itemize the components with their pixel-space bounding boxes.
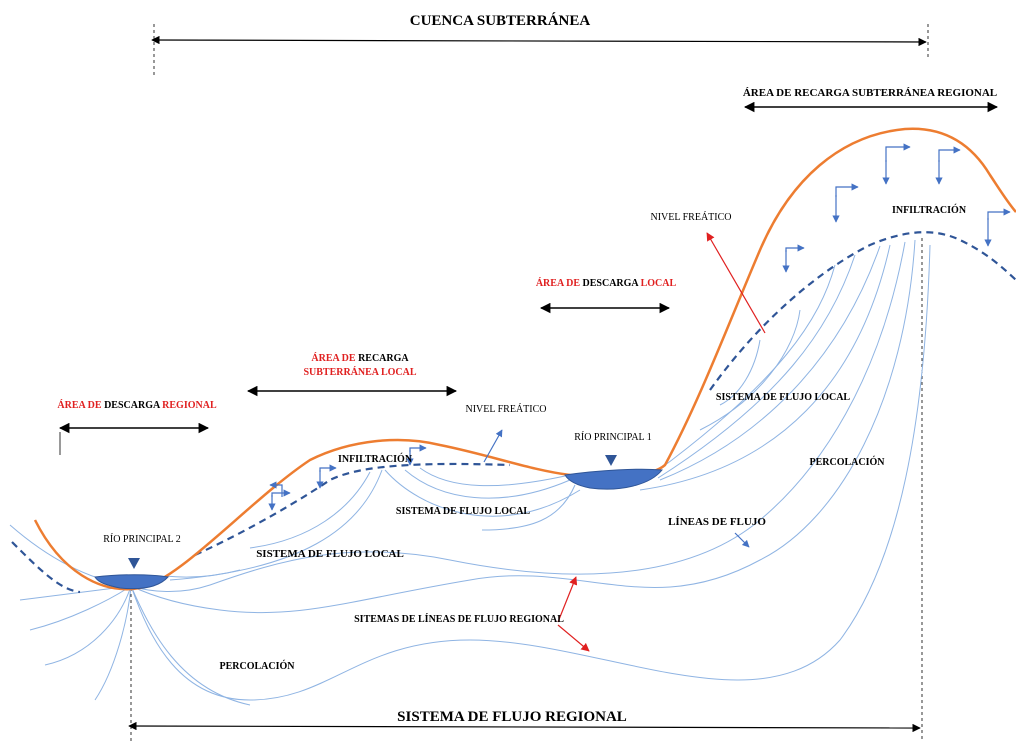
local-flow-line bbox=[164, 569, 241, 578]
regional-lines-label: SITEMAS DE LÍNEAS DE FLUJO REGIONAL bbox=[354, 613, 564, 625]
regional-discharge-label: ÁREA DE DESCARGA REGIONAL bbox=[57, 399, 217, 411]
infiltration-arrow-icon bbox=[409, 444, 427, 452]
red-pointers bbox=[557, 232, 766, 652]
local-flow-line bbox=[657, 254, 856, 479]
local-flow-left-label: SISTEMA DE FLUJO LOCAL bbox=[256, 548, 404, 560]
regional-flow-line bbox=[94, 585, 132, 701]
local-flow-mid-label: SISTEMA DE FLUJO LOCAL bbox=[396, 506, 531, 517]
infiltration-arrow-icon bbox=[885, 143, 911, 162]
local-flow-line bbox=[384, 469, 581, 517]
local-flow-line bbox=[659, 245, 881, 481]
river-2-marker-icon bbox=[128, 558, 140, 569]
river-1-marker-icon bbox=[605, 455, 617, 466]
infiltracion-mid-label: INFILTRACIÓN bbox=[338, 453, 413, 465]
nivel-freatico-mid-label: NIVEL FREÁTICO bbox=[465, 403, 546, 415]
local-flow-line bbox=[404, 469, 571, 499]
local-flow-line bbox=[639, 244, 891, 491]
local-recharge-label-line2: SUBTERRÁNEA LOCAL bbox=[303, 366, 416, 378]
river-1-label: RÍO PRINCIPAL 1 bbox=[574, 431, 652, 443]
river-2-label: RÍO PRINCIPAL 2 bbox=[103, 533, 181, 545]
regional-flow-extent-arrow bbox=[128, 721, 921, 733]
infiltration-arrow-icon bbox=[271, 489, 291, 497]
infiltration-arrows bbox=[268, 143, 1011, 548]
flow-lines bbox=[9, 239, 931, 706]
regional-lines-red-arrow-down-icon bbox=[557, 624, 590, 652]
water-table bbox=[11, 231, 1016, 594]
regional-flow-line bbox=[130, 239, 916, 614]
lineas-flujo-label: LÍNEAS DE FLUJO bbox=[668, 516, 766, 528]
local-flow-right-label: SISTEMA DE FLUJO LOCAL bbox=[716, 392, 851, 403]
regional-lines-red-arrow-up-icon bbox=[557, 576, 578, 623]
percolacion-right-label: PERCOLACIÓN bbox=[809, 456, 885, 468]
local-flow-line bbox=[249, 471, 371, 549]
local-flow-line bbox=[481, 484, 576, 531]
local-flow-line bbox=[719, 339, 761, 406]
local-flow-line bbox=[419, 467, 566, 487]
regional-flow-extent: SISTEMA DE FLUJO REGIONAL bbox=[128, 238, 923, 742]
local-flow-line bbox=[699, 309, 801, 431]
infiltration-arrow-icon bbox=[938, 146, 961, 162]
infiltration-arrow-icon bbox=[987, 208, 1011, 220]
percolacion-left-label: PERCOLACIÓN bbox=[219, 660, 295, 672]
basin-extent: CUENCA SUBTERRÁNEA bbox=[151, 12, 929, 78]
infiltracion-right-label: INFILTRACIÓN bbox=[892, 204, 967, 216]
local-discharge-label: ÁREA DE DESCARGA LOCAL bbox=[536, 277, 677, 289]
basin-title: CUENCA SUBTERRÁNEA bbox=[410, 12, 591, 29]
labels: NIVEL FREÁTICO INFILTRACIÓN SISTEMA DE F… bbox=[219, 204, 966, 672]
local-flow-line bbox=[655, 264, 836, 473]
local-recharge-label-line1: ÁREA DE RECARGA bbox=[311, 352, 409, 364]
regional-flow-line bbox=[130, 244, 931, 701]
regional-recharge-label: ÁREA DE RECARGA SUBTERRÁNEA REGIONAL bbox=[743, 87, 997, 99]
infiltration-arrow-icon bbox=[835, 183, 859, 197]
lineas-flujo-pointer-icon bbox=[734, 532, 750, 548]
regional-discharge-area: ÁREA DE DESCARGA REGIONAL bbox=[57, 399, 217, 455]
regional-recharge-area: ÁREA DE RECARGA SUBTERRÁNEA REGIONAL bbox=[743, 87, 999, 113]
infiltration-arrow-icon bbox=[319, 464, 337, 472]
river-1: RÍO PRINCIPAL 1 bbox=[564, 431, 663, 490]
local-recharge-area: ÁREA DE RECARGA SUBTERRÁNEA LOCAL bbox=[246, 352, 458, 397]
river-2: RÍO PRINCIPAL 2 bbox=[94, 533, 181, 590]
terrain-surface bbox=[33, 127, 1016, 591]
regional-flow-line bbox=[44, 585, 132, 666]
basin-extent-arrow bbox=[151, 35, 927, 47]
nivel-freatico-pointer-icon bbox=[483, 429, 503, 463]
nivel-freatico-right-label: NIVEL FREÁTICO bbox=[650, 211, 731, 223]
regional-flow-title: SISTEMA DE FLUJO REGIONAL bbox=[397, 709, 627, 725]
nivel-freatico-red-arrow-icon bbox=[706, 232, 766, 334]
regional-flow-line bbox=[130, 241, 906, 592]
regional-flow-line bbox=[130, 585, 251, 706]
regional-flow-line bbox=[29, 585, 132, 631]
local-discharge-area: ÁREA DE DESCARGA LOCAL bbox=[536, 277, 677, 314]
infiltration-arrow-icon bbox=[785, 244, 805, 252]
